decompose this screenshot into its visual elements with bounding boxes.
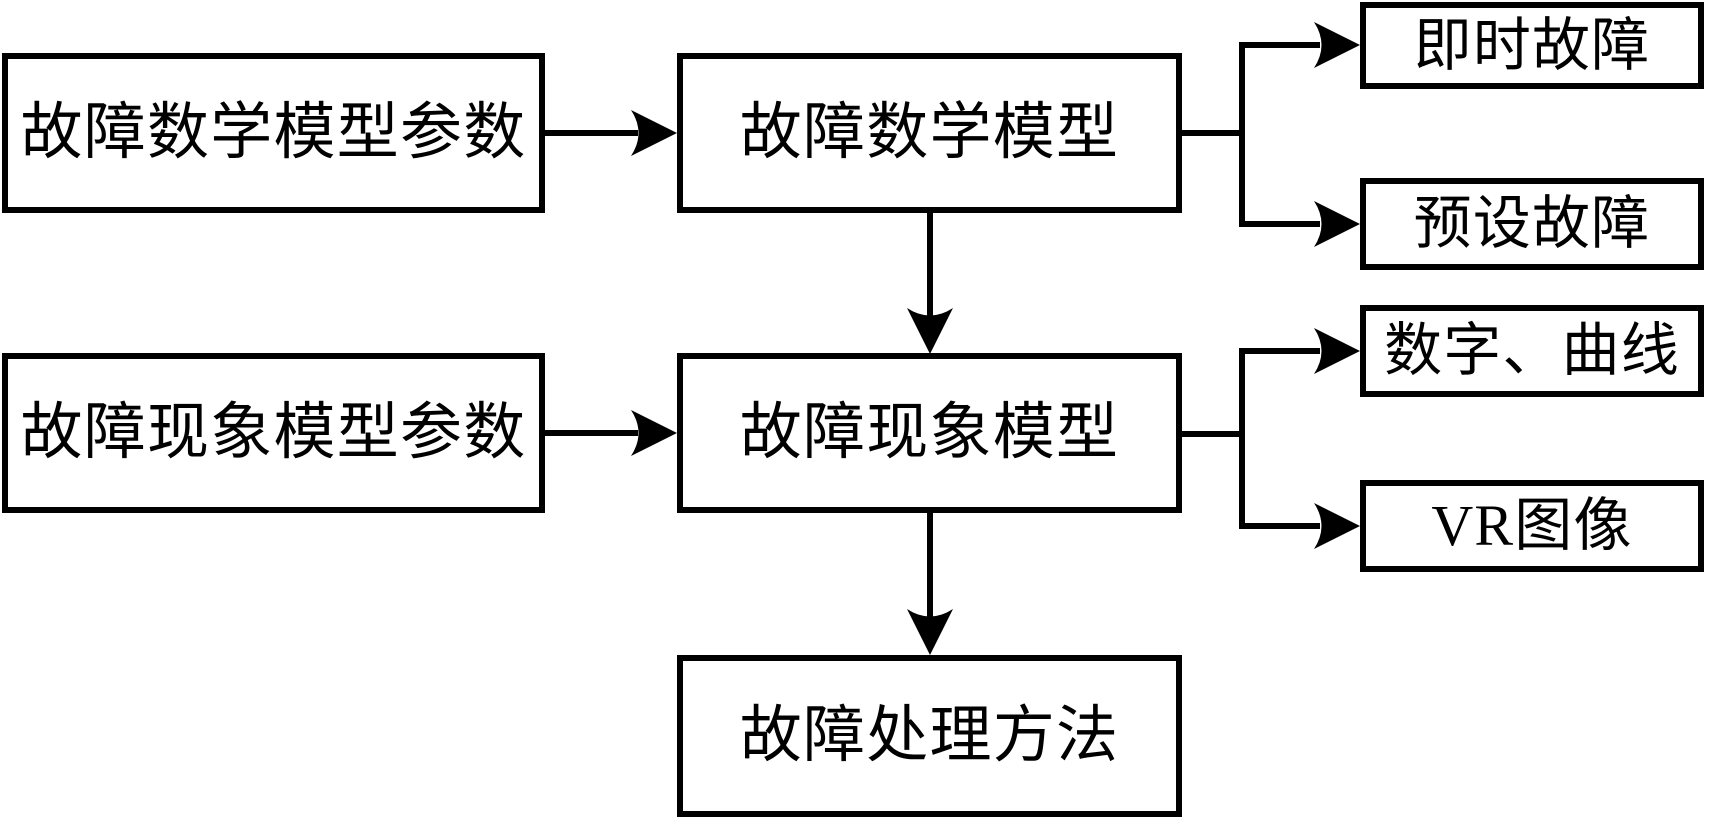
arrow-to-digits-curves	[1242, 328, 1360, 374]
node-preset-fault: 预设故障	[1360, 178, 1704, 270]
arrow-to-vr-image	[1242, 503, 1360, 549]
node-instant-fault: 即时故障	[1360, 2, 1704, 89]
arrow-to-preset-fault	[1242, 201, 1360, 247]
node-fault-math-model: 故障数学模型	[677, 53, 1182, 213]
arrow-to-instant-fault	[1242, 22, 1360, 68]
node-digits-curves: 数字、曲线	[1360, 305, 1704, 397]
node-fault-handling: 故障处理方法	[677, 655, 1182, 817]
arrow-math-params-to-math-model	[545, 110, 677, 156]
edge-phen-model-fanout	[1182, 348, 1245, 529]
arrow-phen-params-to-phen-model	[545, 410, 677, 456]
node-fault-math-params: 故障数学模型参数	[2, 53, 545, 213]
node-fault-phen-model: 故障现象模型	[677, 353, 1182, 513]
node-vr-image: VR图像	[1360, 480, 1704, 572]
arrow-phen-model-to-fault-handling	[907, 513, 953, 655]
arrow-math-model-to-phen-model	[907, 213, 953, 354]
edge-math-model-fanout	[1182, 42, 1245, 227]
node-fault-phen-params: 故障现象模型参数	[2, 353, 545, 513]
